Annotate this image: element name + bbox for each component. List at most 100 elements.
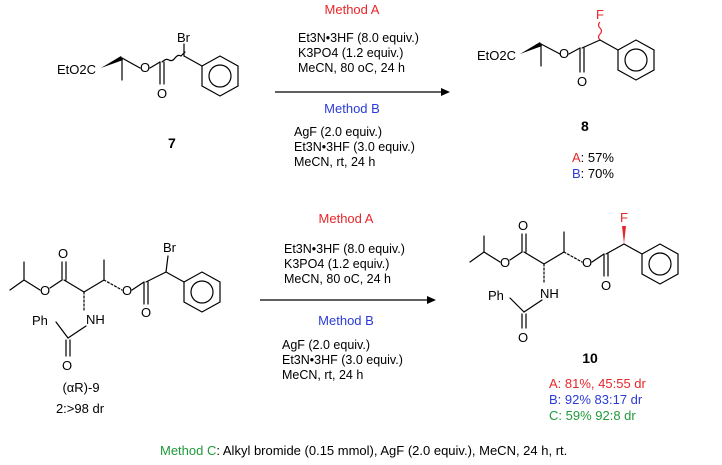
method-a-title-1: Method A xyxy=(325,2,380,17)
wavy-bond xyxy=(161,51,186,63)
result-a-line: A: 57% xyxy=(572,150,614,165)
condition-line: AgF (2.0 equiv.) xyxy=(282,338,370,352)
result-value: : 92% 83:17 dr xyxy=(558,392,643,407)
bond xyxy=(149,61,161,69)
ester-oxygen: O xyxy=(140,60,150,75)
condition-line: MeCN, 80 oC, 24 h xyxy=(284,272,391,286)
bond xyxy=(568,47,581,55)
compound-10-label: 10 xyxy=(582,350,598,366)
bond xyxy=(83,279,105,293)
bromine-atom: Br xyxy=(177,30,191,45)
condition-line: K3PO4 (1.2 equiv.) xyxy=(298,46,403,60)
ester-oxygen: O xyxy=(122,283,132,298)
bond xyxy=(183,55,203,67)
bond xyxy=(145,271,167,283)
nh-group: NH xyxy=(86,312,105,327)
bromine-atom: Br xyxy=(163,240,177,255)
result-value: : 81%, 45:55 dr xyxy=(558,376,647,391)
phenyl-group: Ph xyxy=(32,313,48,328)
bond xyxy=(540,43,561,55)
carbonyl-oxygen: O xyxy=(577,74,587,89)
method-c-label: Method C xyxy=(160,443,216,458)
method-a-title-2: Method A xyxy=(319,211,374,226)
method-b-tag: B xyxy=(549,392,558,407)
phenyl-ring xyxy=(201,55,239,97)
result-line: C: 59% 92:8 dr xyxy=(549,408,636,423)
arrow-head-1 xyxy=(441,88,450,96)
bond xyxy=(599,39,619,51)
method-c-tag: C xyxy=(549,408,558,423)
wavy-fluorine-bond xyxy=(597,21,603,41)
result-value: : 59% 92:8 dr xyxy=(558,408,636,423)
wedge-fluorine-bond xyxy=(622,226,626,244)
aromatic-circle xyxy=(624,48,648,72)
compound-9-label: (αR)-9 xyxy=(62,380,99,395)
method-a-tag: A xyxy=(549,376,558,391)
nh-group: NH xyxy=(540,286,559,301)
carbonyl-oxygen: O xyxy=(518,218,528,233)
eto2c-group: EtO2C xyxy=(57,62,96,77)
compound-8-structure: EtO2C O O F xyxy=(477,7,655,89)
bond xyxy=(469,251,485,263)
bond xyxy=(165,255,169,273)
method-b-title-2: Method B xyxy=(318,313,374,328)
bond xyxy=(63,279,85,293)
hash-bond xyxy=(103,279,123,291)
result-a-value: : 57% xyxy=(581,150,615,165)
condition-line: MeCN, 80 oC, 24 h xyxy=(298,61,405,75)
bond xyxy=(55,321,69,339)
wedge-bond xyxy=(101,56,123,68)
amide-oxygen: O xyxy=(518,330,528,345)
bond xyxy=(591,253,605,263)
carbonyl-oxygen: O xyxy=(601,278,611,293)
phenyl-ring xyxy=(183,271,221,313)
condition-line: AgF (2.0 equiv.) xyxy=(294,125,382,139)
bond xyxy=(543,251,565,265)
method-b-title-1: Method B xyxy=(324,101,380,116)
result-b-value: : 70% xyxy=(581,166,615,181)
method-c-footnote: Method C: Alkyl bromide (0.15 mmol), AgF… xyxy=(160,443,567,458)
bond xyxy=(523,299,543,313)
bond xyxy=(509,297,525,313)
result-line: B: 92% 83:17 dr xyxy=(549,392,643,407)
method-b-tag: B xyxy=(572,166,581,181)
eto2c-group: EtO2C xyxy=(477,48,516,63)
amide-oxygen: O xyxy=(62,358,72,373)
bond xyxy=(523,251,545,265)
compound-7-label: 7 xyxy=(168,135,176,151)
bond xyxy=(509,251,523,261)
hash-bond xyxy=(563,251,583,263)
condition-line: Et3N•3HF (3.0 equiv.) xyxy=(282,353,403,367)
compound-9-structure: O O NH Ph O O O Br xyxy=(9,240,221,373)
compound-7-structure: EtO2C O O Br xyxy=(57,30,239,101)
bond xyxy=(483,251,501,263)
bond xyxy=(623,243,643,255)
compound-9-dr: 2:>98 dr xyxy=(56,401,105,416)
bond xyxy=(23,279,41,291)
phenyl-ring xyxy=(641,243,679,285)
phenyl-group: Ph xyxy=(488,288,504,303)
condition-line: Et3N•3HF (8.0 equiv.) xyxy=(298,31,419,45)
aromatic-circle xyxy=(190,280,214,304)
fluorine-atom: F xyxy=(596,7,604,22)
ester-oxygen: O xyxy=(582,255,592,270)
method-c-text: : Alkyl bromide (0.15 mmol), AgF (2.0 eq… xyxy=(216,443,567,458)
bond xyxy=(9,279,25,291)
condition-line: MeCN, rt, 24 h xyxy=(282,368,363,382)
phenyl-ring xyxy=(617,39,655,81)
bond xyxy=(121,57,141,69)
bond xyxy=(165,271,185,283)
arrow-head-2 xyxy=(427,296,436,304)
aromatic-circle xyxy=(648,252,672,276)
carbonyl-oxygen: O xyxy=(157,86,167,101)
bond xyxy=(49,279,63,289)
bond xyxy=(605,243,625,255)
ester-oxygen: O xyxy=(40,283,50,298)
fluorine-atom: F xyxy=(620,210,628,225)
bond xyxy=(67,325,87,339)
condition-line: Et3N•3HF (3.0 equiv.) xyxy=(294,140,415,154)
method-a-tag: A xyxy=(572,150,581,165)
result-b-line: B: 70% xyxy=(572,166,614,181)
carbonyl-oxygen: O xyxy=(141,305,151,320)
